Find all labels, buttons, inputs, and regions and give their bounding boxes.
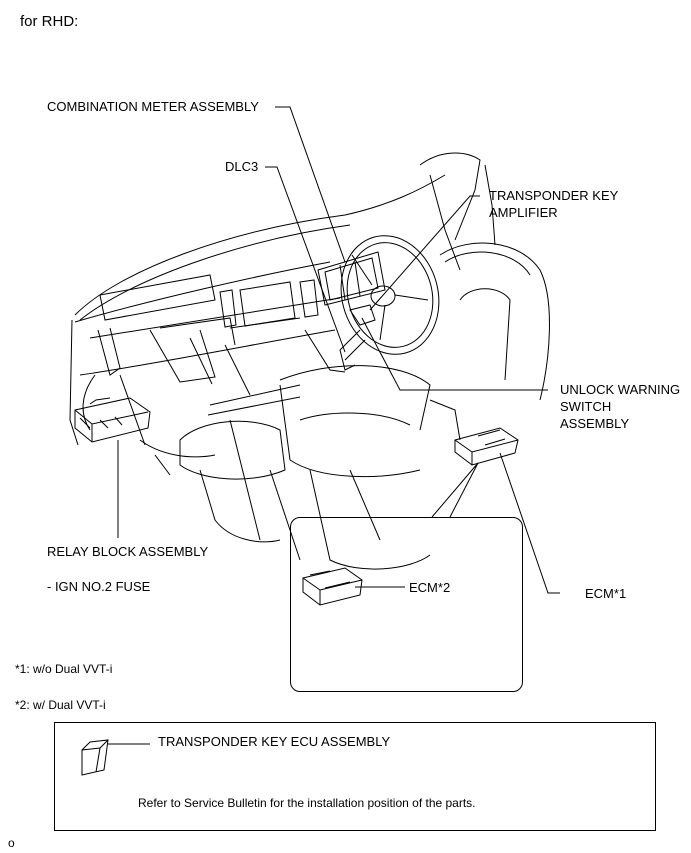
dashboard-outline bbox=[69, 261, 346, 446]
label-dlc3: DLC3 bbox=[225, 159, 259, 174]
label-transponder-amplifier-1: TRANSPONDER KEY bbox=[489, 188, 619, 203]
seats-outline bbox=[139, 242, 550, 570]
label-ecm2: ECM*2 bbox=[409, 580, 451, 595]
legend-title: TRANSPONDER KEY ECU ASSEMBLY bbox=[158, 734, 391, 749]
legend-description: Refer to Service Bulletin for the instal… bbox=[138, 796, 476, 810]
label-ecm1: ECM*1 bbox=[585, 586, 627, 601]
steering-wheel-illustration bbox=[340, 235, 440, 355]
ecm2-callout-box bbox=[290, 517, 523, 692]
label-unlock-switch-2: SWITCH bbox=[560, 399, 612, 414]
page-title: for RHD: bbox=[20, 13, 79, 30]
label-unlock-switch-1: UNLOCK WARNING bbox=[560, 382, 681, 397]
note-ecm1: *1: w/o Dual VVT-i bbox=[15, 662, 113, 676]
leader-lines bbox=[117, 106, 560, 594]
ecm2-illustration bbox=[302, 567, 363, 606]
ecm1-illustration bbox=[454, 427, 519, 466]
label-relay-block: RELAY BLOCK ASSEMBLY bbox=[47, 544, 209, 559]
figure-code: o bbox=[8, 836, 15, 850]
legend-box bbox=[54, 722, 656, 831]
windshield-outline bbox=[74, 152, 496, 321]
combination-meter-illustration bbox=[317, 251, 386, 306]
transponder-ecu-icon bbox=[81, 739, 150, 776]
note-ecm2: *2: w/ Dual VVT-i bbox=[15, 698, 106, 712]
label-combination-meter: COMBINATION METER ASSEMBLY bbox=[47, 99, 259, 114]
label-transponder-amplifier-2: AMPLIFIER bbox=[489, 205, 558, 220]
label-ign-fuse: - IGN NO.2 FUSE bbox=[47, 579, 151, 594]
label-unlock-switch-3: ASSEMBLY bbox=[560, 416, 630, 431]
relay-block-illustration bbox=[74, 397, 151, 443]
